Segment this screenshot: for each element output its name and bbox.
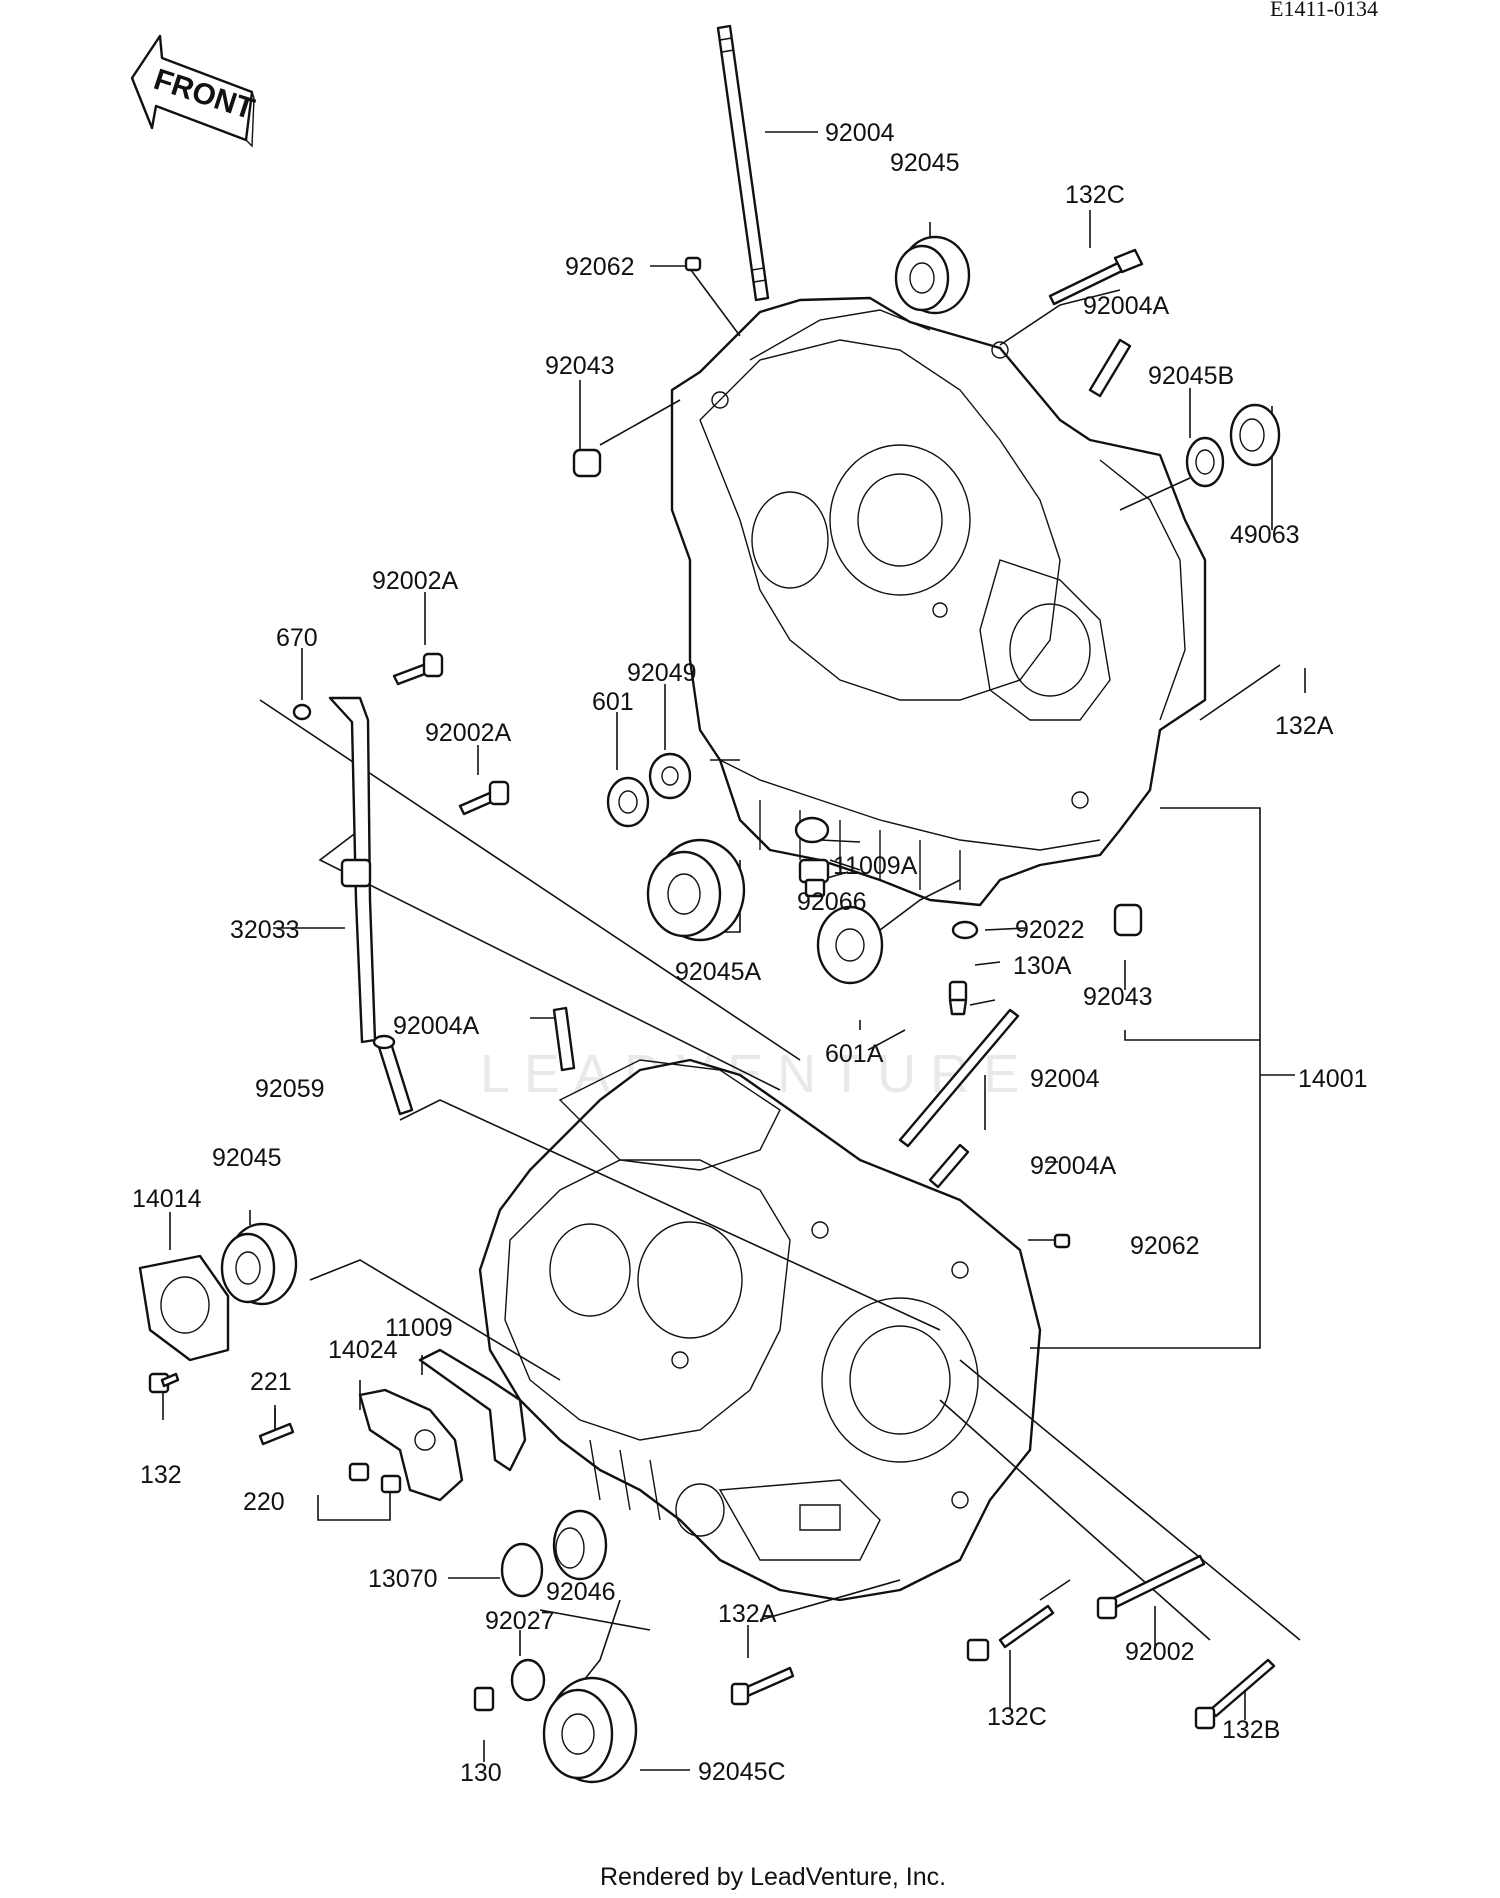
- callout-92045-left: 92045: [212, 1144, 282, 1172]
- plug-92066: [798, 858, 830, 898]
- cap-49063: [1229, 403, 1281, 467]
- callout-92045B: 92045B: [1148, 362, 1234, 390]
- bearing-92045B: [1185, 436, 1225, 488]
- callout-32033: 32033: [230, 916, 300, 944]
- bearing-92045-left: [220, 1222, 298, 1306]
- callout-92045-top: 92045: [890, 149, 960, 177]
- plate-11009: [418, 1348, 527, 1472]
- bearing-92045A: [646, 838, 746, 942]
- callout-132B: 132B: [1222, 1716, 1280, 1744]
- bearing-601A: [816, 905, 884, 985]
- bolt-132C-top: [1048, 248, 1144, 306]
- callout-92049: 92049: [627, 659, 697, 687]
- callout-130: 130: [460, 1759, 502, 1787]
- bearing-92046: [552, 1509, 608, 1581]
- callout-601: 601: [592, 688, 634, 716]
- bearing-92045C: [542, 1676, 638, 1784]
- cap-13070: [500, 1542, 544, 1598]
- callout-92043-top: 92043: [545, 352, 615, 380]
- washer-11009A: [794, 816, 830, 844]
- callout-92004A-low: 92004A: [1030, 1152, 1117, 1180]
- bolt-132B: [1194, 1658, 1276, 1730]
- stud-92004A-low: [928, 1143, 970, 1189]
- callout-49063: 49063: [1230, 521, 1300, 549]
- bolt-221: [258, 1422, 295, 1446]
- lower-crankcase-half: [478, 1058, 1042, 1602]
- callout-92004-top: 92004: [825, 119, 895, 147]
- bearing-601: [606, 776, 650, 828]
- callout-132C-top: 132C: [1065, 181, 1125, 209]
- callout-92027: 92027: [485, 1607, 555, 1635]
- callout-92062-low: 92062: [1130, 1232, 1200, 1260]
- callout-601A: 601A: [825, 1040, 884, 1068]
- plate-14024: [358, 1388, 464, 1502]
- footer-credit: Rendered by LeadVenture, Inc.: [600, 1863, 946, 1891]
- stud-92004A-mid: [552, 1006, 576, 1072]
- callout-670: 670: [276, 624, 318, 652]
- callout-14014: 14014: [132, 1185, 202, 1213]
- stud-92004-top: [716, 24, 770, 302]
- callout-11009: 11009: [385, 1314, 453, 1342]
- bolt-132C-low: [966, 1604, 1055, 1662]
- washer-92022: [951, 920, 979, 940]
- callout-92066: 92066: [797, 888, 867, 916]
- washer-92027: [510, 1658, 546, 1702]
- stud-92004A-top: [1088, 338, 1132, 398]
- callout-14001: 14001: [1298, 1065, 1368, 1093]
- callout-221: 221: [250, 1368, 292, 1396]
- callout-92004A-mid: 92004A: [393, 1012, 480, 1040]
- callout-92002A-1: 92002A: [372, 567, 459, 595]
- pin-92059: [372, 1034, 414, 1116]
- diagram-code: E1411-0134: [1270, 0, 1378, 21]
- washer-92049: [648, 752, 692, 800]
- callout-92045C: 92045C: [698, 1758, 786, 1786]
- bolt-92002A-2: [458, 780, 510, 816]
- upper-crankcase-half: [670, 296, 1207, 907]
- pipe-32033: [328, 696, 377, 1044]
- bolt-130: [473, 1686, 495, 1712]
- cover-14014: [138, 1254, 230, 1362]
- callout-14024: 14024: [328, 1336, 398, 1364]
- bolt-92002: [1096, 1554, 1206, 1620]
- callout-92059: 92059: [255, 1075, 325, 1103]
- callout-92022: 92022: [1015, 916, 1085, 944]
- callout-132C-low: 132C: [987, 1703, 1047, 1731]
- callout-92045A: 92045A: [675, 958, 762, 986]
- callout-92002: 92002: [1125, 1638, 1195, 1666]
- front-arrow-icon: FRONT: [130, 34, 258, 148]
- callout-92043-mid: 92043: [1083, 983, 1153, 1011]
- bolt-130A: [948, 980, 968, 1016]
- bolt-92002A-1: [392, 652, 444, 686]
- stud-92004-mid: [898, 1008, 1020, 1148]
- dowel-92043-top: [572, 448, 602, 478]
- callout-92004A-top: 92004A: [1083, 292, 1170, 320]
- callout-130A: 130A: [1013, 952, 1072, 980]
- bearing-92045-top: [894, 235, 971, 315]
- callout-92062-top: 92062: [565, 253, 635, 281]
- callout-220: 220: [243, 1488, 285, 1516]
- callout-132A-low: 132A: [718, 1600, 777, 1628]
- dowel-92062-top: [684, 256, 702, 272]
- callout-132A-right: 132A: [1275, 712, 1334, 740]
- callout-92046: 92046: [546, 1578, 616, 1606]
- bolt-132: [148, 1372, 180, 1394]
- callout-13070: 13070: [368, 1565, 438, 1593]
- callout-92004-mid: 92004: [1030, 1065, 1100, 1093]
- bolt-132A-low: [730, 1666, 795, 1706]
- dowel-92043-mid: [1113, 903, 1143, 937]
- washer-670: [292, 703, 312, 721]
- dowel-92062-low: [1053, 1233, 1071, 1249]
- callout-92002A-2: 92002A: [425, 719, 512, 747]
- callout-labels: 92004 92045 132C 92062 92004A 92043 9204…: [132, 119, 1368, 1787]
- callout-11009A: 11009A: [833, 852, 918, 880]
- callout-132: 132: [140, 1461, 182, 1489]
- bolts-220: [348, 1462, 402, 1494]
